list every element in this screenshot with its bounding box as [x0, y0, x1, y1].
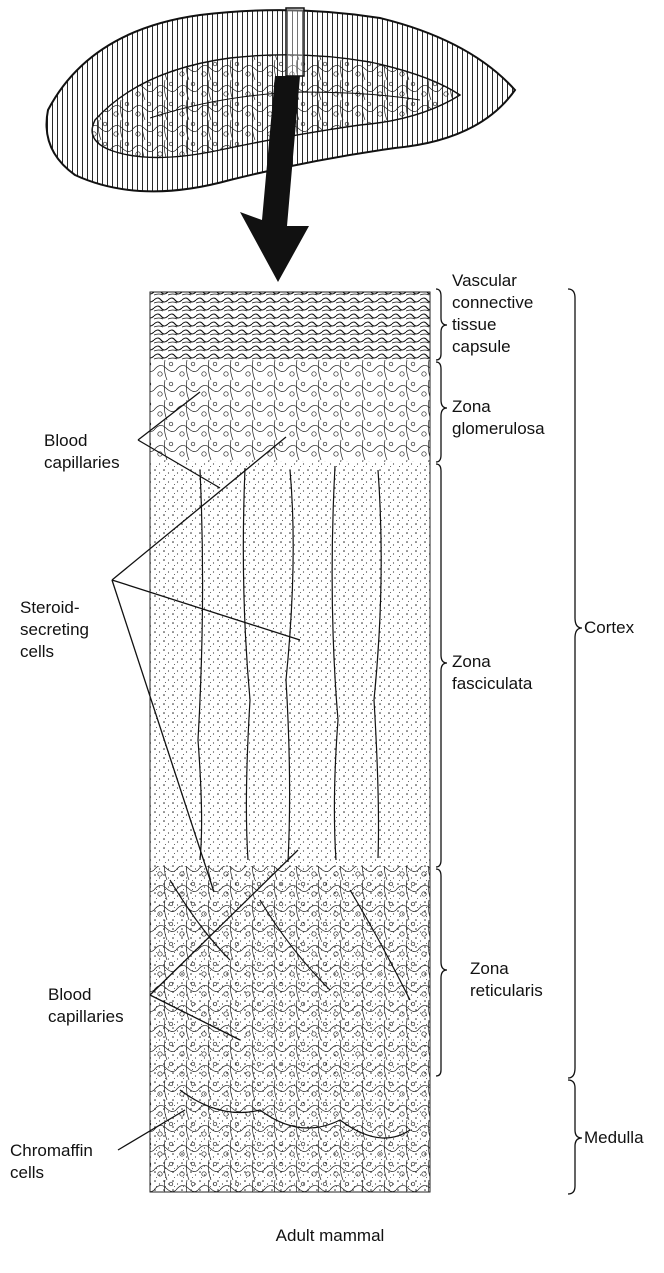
label-zona-glomerulosa: Zona glomerulosa — [452, 396, 545, 440]
layer-braces — [436, 289, 447, 1076]
label-medulla: Medulla — [584, 1127, 644, 1149]
label-steroid-secreting-cells: Steroid- secreting cells — [20, 597, 89, 663]
capsule-layer — [150, 292, 430, 360]
label-capsule: Vascular connective tissue capsule — [452, 270, 533, 358]
glomerulosa-layer — [150, 360, 430, 462]
label-blood-capillaries-lower: Blood capillaries — [48, 984, 124, 1028]
label-cortex: Cortex — [584, 617, 634, 639]
label-zona-fasciculata: Zona fasciculata — [452, 651, 532, 695]
tissue-column — [150, 292, 430, 1192]
label-blood-capillaries-upper: Blood capillaries — [44, 430, 120, 474]
label-chromaffin-cells: Chromaffin cells — [10, 1140, 93, 1184]
figure-caption: Adult mammal — [240, 1225, 420, 1247]
label-zona-reticularis: Zona reticularis — [470, 958, 543, 1002]
region-braces — [568, 289, 582, 1194]
